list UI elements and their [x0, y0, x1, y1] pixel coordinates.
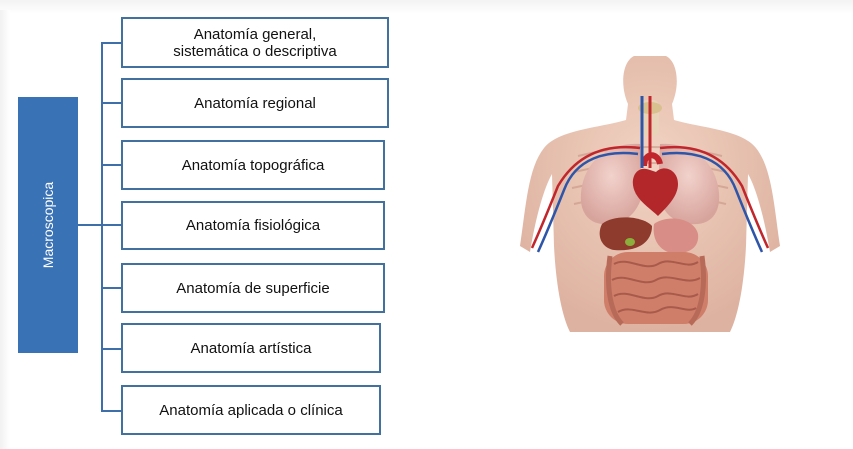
branch-connector: [101, 410, 121, 412]
branch-anatomia-artistica: Anatomía artística: [121, 323, 381, 373]
branch-label: Anatomía de superficie: [176, 279, 330, 297]
human-anatomy-torso-illustration: [520, 56, 780, 332]
branch-label: Anatomía topográfica: [181, 156, 325, 174]
branch-connector: [101, 164, 121, 166]
trunk-connector: [101, 42, 103, 412]
branch-label: Anatomía fisiológica: [185, 217, 321, 234]
branch-anatomia-fisiologica: Anatomía fisiológica: [121, 201, 385, 250]
branch-label: Anatomía aplicada o clínica: [159, 401, 343, 419]
root-connector: [78, 224, 102, 226]
branch-anatomia-regional: Anatomía regional: [121, 78, 389, 128]
frame-edge: [0, 10, 10, 449]
branch-connector: [101, 224, 121, 226]
branch-label: Anatomía regional: [194, 94, 316, 112]
branch-label: Anatomía general, sistemática o descript…: [173, 25, 337, 60]
branch-connector: [101, 348, 121, 350]
branch-connector: [101, 102, 121, 104]
branch-anatomia-general: Anatomía general, sistemática o descript…: [121, 17, 389, 68]
branch-connector: [101, 287, 121, 289]
branch-anatomia-superficie: Anatomía de superficie: [121, 263, 385, 313]
branch-anatomia-aplicada: Anatomía aplicada o clínica: [121, 385, 381, 435]
branch-anatomia-topografica: Anatomía topográfica: [121, 140, 385, 190]
branch-label: Anatomía artística: [190, 339, 312, 357]
root-label: Macroscopica: [40, 181, 56, 269]
root-node-macroscopica: Macroscopica: [18, 97, 78, 353]
branch-connector: [101, 42, 121, 44]
